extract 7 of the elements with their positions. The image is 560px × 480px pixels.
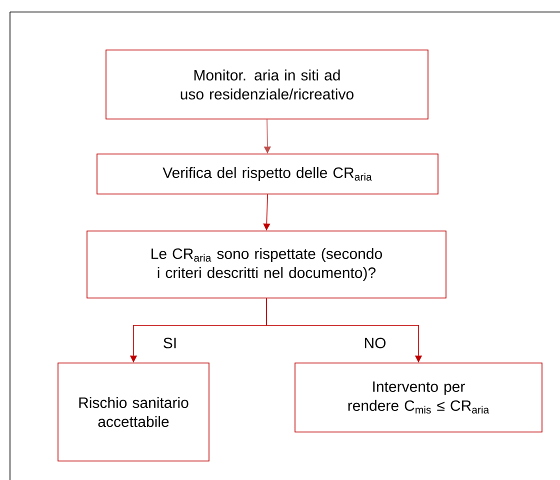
edge-label: SI [162,336,178,350]
process-box: Verifica del rispetto delle CR$_{aria}$ [96,154,438,194]
process-box: Monitor. aria in siti ad uso residenziale/ricreativo [106,50,428,120]
edge-label: NO [362,336,388,350]
process-box: Le CR$_{aria}$ sono rispettate (secondo i criteri descritti nel documento)? [86,230,446,298]
process-box: Rischio sanitario accettabile [58,362,210,462]
process-box: Intervento per rendere C$_{mis}$ ≤ CR$_{aria}$ [294,362,542,432]
